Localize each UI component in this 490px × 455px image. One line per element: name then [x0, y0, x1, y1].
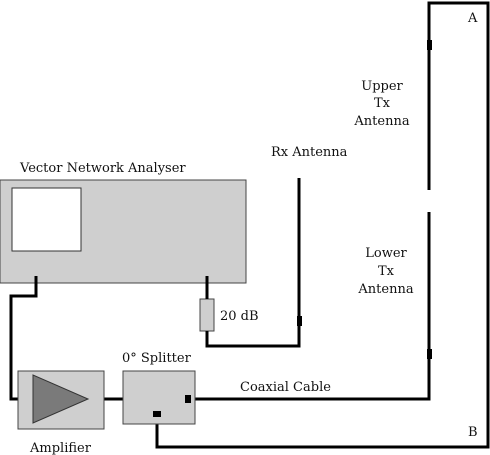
upper-tx-connector: [427, 40, 432, 50]
vna-to-amplifier-cable: [9, 276, 38, 401]
upper-tx-label-3: Antenna: [353, 114, 409, 129]
amplifier-label: Amplifier: [29, 441, 92, 455]
splitter-port-b: [153, 411, 161, 417]
lower-tx-label-3: Antenna: [357, 282, 413, 297]
splitter-port-a: [185, 395, 191, 403]
coax-label: Coaxial Cable: [240, 380, 331, 395]
lower-tx-connector: [427, 349, 432, 359]
lower-tx-label-1: Lower: [365, 246, 407, 261]
amplifier-triangle: [32, 374, 90, 424]
vna-label: Vector Network Analyser: [19, 161, 186, 176]
lower-tx-label-2: Tx: [378, 264, 395, 279]
point-b-label: B: [468, 425, 478, 440]
upper-tx-label-2: Tx: [374, 96, 391, 111]
rx-connector: [297, 316, 302, 326]
vna-screen: [11, 187, 82, 252]
rx-antenna-label: Rx Antenna: [271, 145, 348, 160]
attenuator-to-rx-cable: [205, 178, 301, 348]
attenuator-box: [199, 298, 215, 332]
upper-tx-label-1: Upper: [361, 79, 403, 94]
point-a-label: A: [467, 11, 478, 26]
coaxial-cable-upper: [155, 1, 490, 449]
attenuator-label: 20 dB: [220, 309, 259, 324]
splitter-label: 0° Splitter: [122, 351, 192, 366]
